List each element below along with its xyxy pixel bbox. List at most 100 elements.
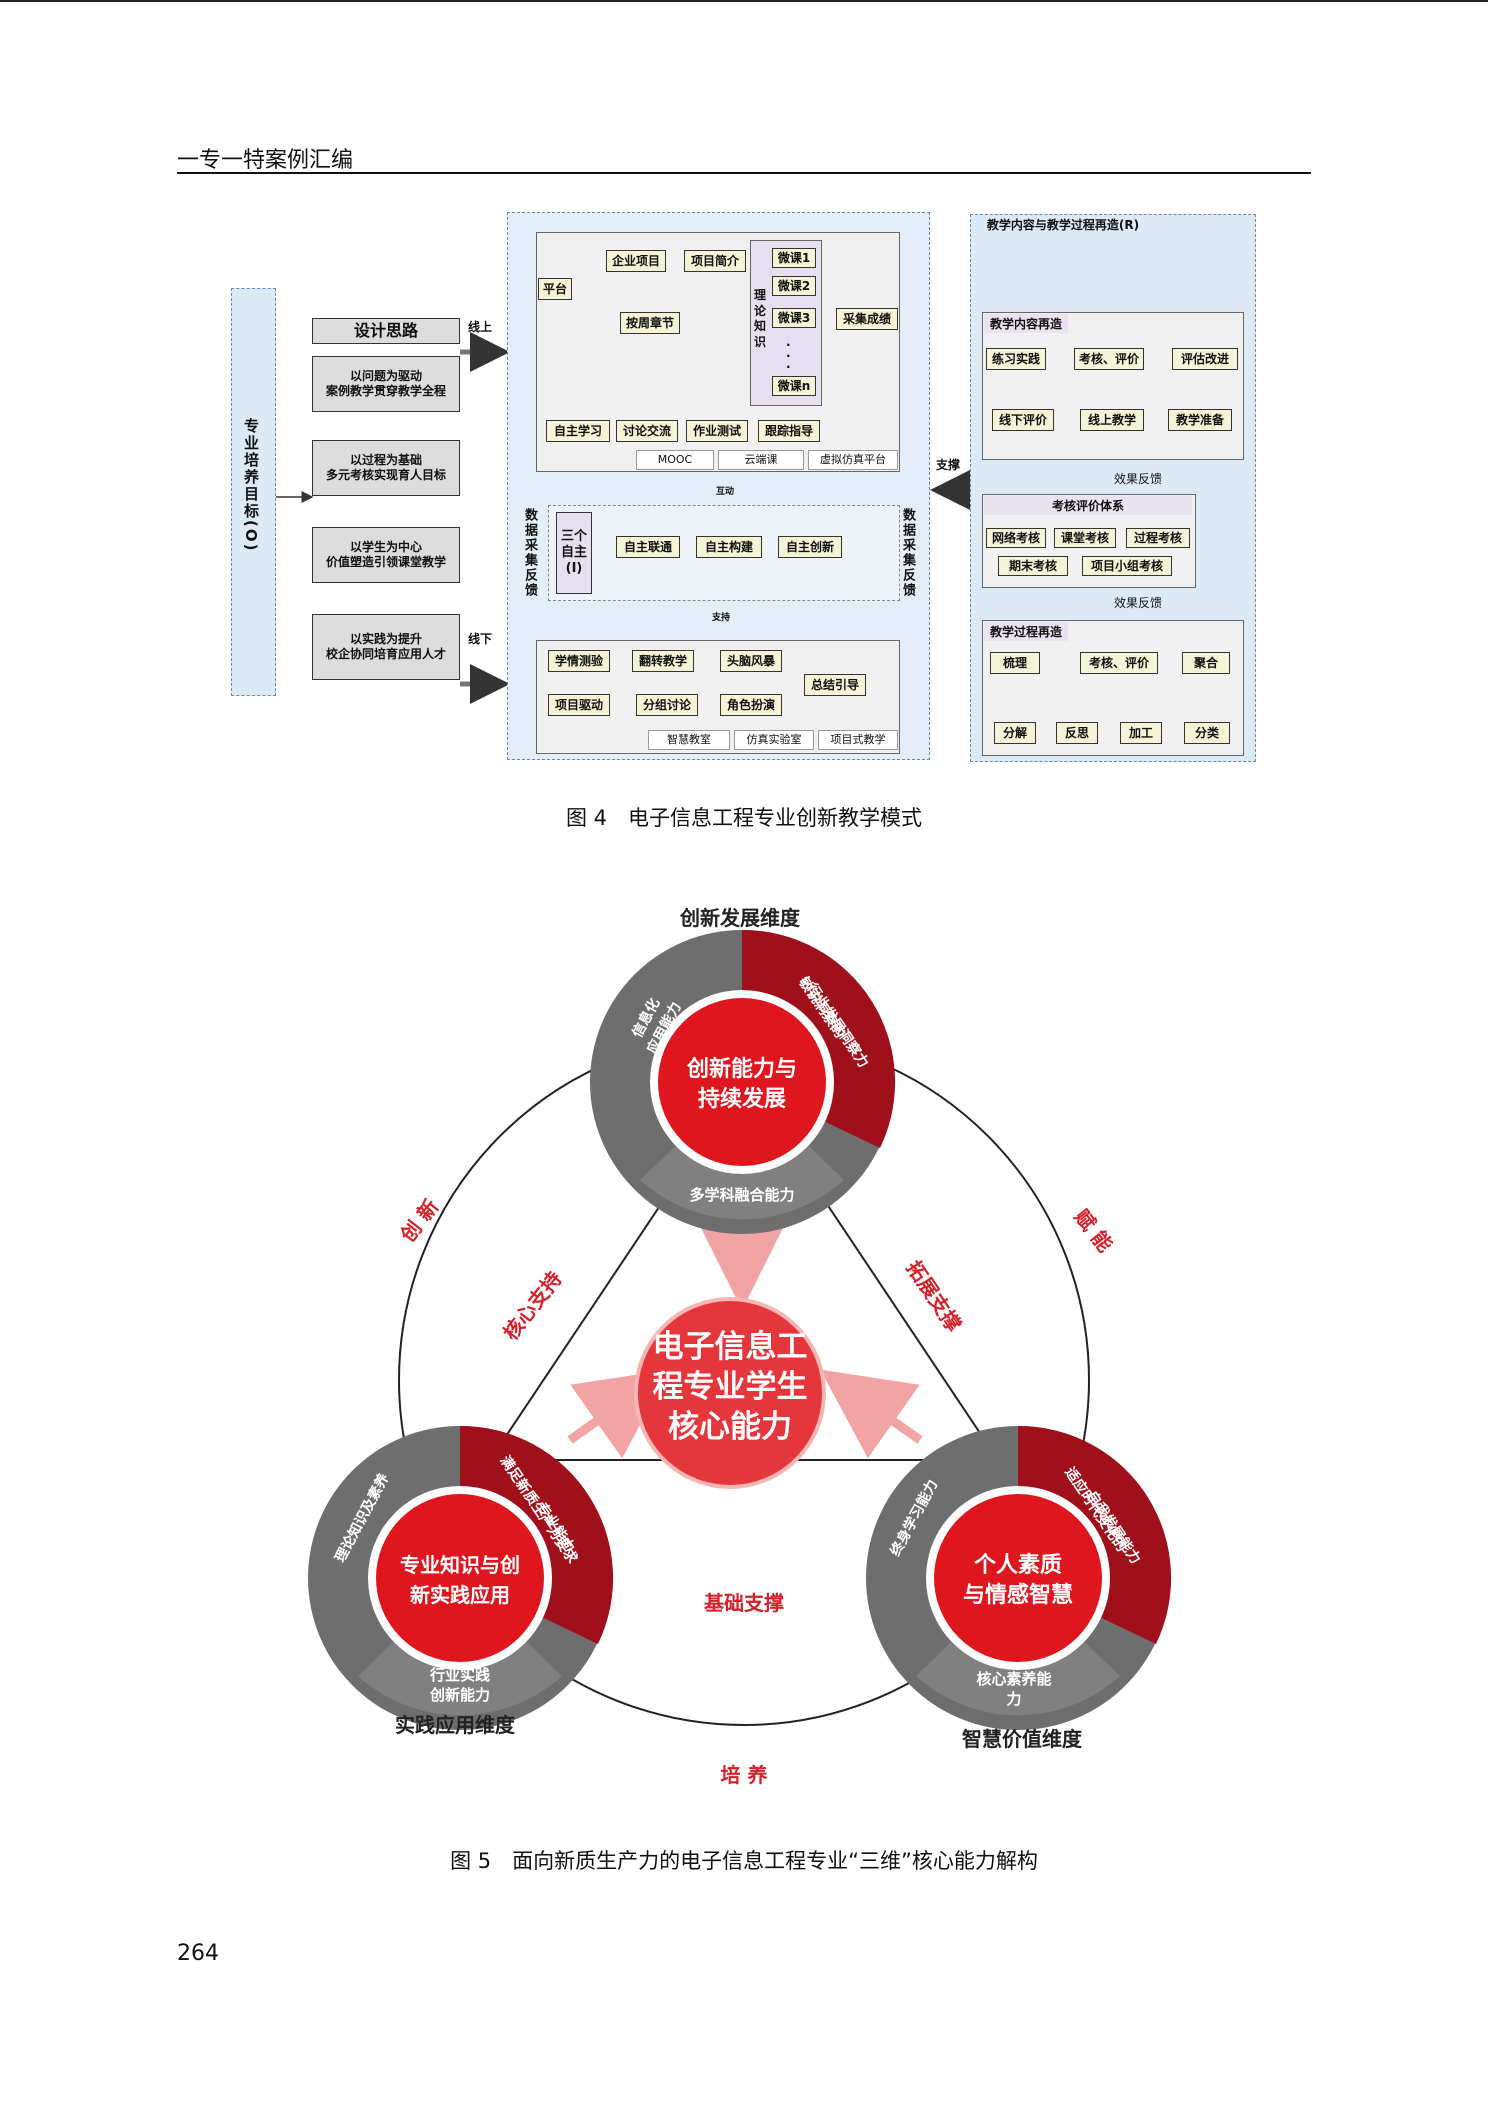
label-empower: 赋 能 [1070, 1205, 1118, 1257]
self-step: 自主创新 [778, 536, 842, 558]
svg-text:力: 力 [1006, 1690, 1021, 1708]
offline-activity: 学情测验 [548, 650, 610, 672]
online-activity: 作业测试 [686, 420, 748, 442]
svg-text:多学科融合能力: 多学科融合能力 [689, 1186, 794, 1204]
project-intro-box: 项目简介 [684, 250, 746, 272]
svg-text:专业知识与创: 专业知识与创 [400, 1553, 520, 1577]
content-item: 考核、评价 [1074, 348, 1144, 370]
micro-course: 微课n [772, 376, 816, 396]
enterprise-box: 企业项目 [606, 250, 666, 272]
arrow-right-center [820, 1369, 923, 1459]
micro-course: 微课2 [772, 276, 816, 296]
platform-tag: MOOC [636, 450, 714, 470]
process-item: 反思 [1056, 722, 1098, 744]
node-right: 个人素质 与情感智慧 终身学习能力 适应时代变化的 自我发展能力 核心素养能 力 [866, 1425, 1172, 1730]
place-tag: 智慧教室 [648, 730, 730, 750]
design-title: 设计思路 [312, 318, 460, 344]
svg-text:核心素养能: 核心素养能 [976, 1670, 1051, 1688]
design-item: 以过程为基础多元考核实现育人目标 [312, 440, 460, 496]
svg-text:个人素质: 个人素质 [974, 1552, 1062, 1578]
figure-5-caption: 图 5 面向新质生产力的电子信息工程专业“三维”核心能力解构 [450, 1849, 1038, 1873]
self-step: 自主联通 [616, 536, 680, 558]
online-activity: 自主学习 [546, 420, 610, 442]
goal-box [231, 288, 276, 696]
process-item: 分类 [1184, 722, 1230, 744]
interaction-label: 互动 [716, 487, 735, 497]
dimension-left: 实践应用维度 [395, 1713, 516, 1737]
platform-box: 平台 [538, 278, 572, 300]
page-top-border [0, 0, 1488, 2]
label-innovate: 创 新 [395, 1195, 443, 1248]
page-number: 264 [177, 1941, 219, 1966]
process-item: 分解 [994, 722, 1036, 744]
content-item: 教学准备 [1168, 409, 1232, 431]
label-extend-support: 拓展支撑 [901, 1256, 966, 1336]
eval-item: 项目小组考核 [1082, 556, 1172, 576]
process-title: 教学过程再造 [984, 622, 1069, 641]
process-item: 加工 [1120, 722, 1162, 744]
micro-course: 微课3 [772, 308, 816, 328]
ellipsis: · · · [786, 338, 791, 374]
self-title: 三个自主(I) [556, 512, 592, 594]
process-item: 考核、评价 [1080, 652, 1158, 674]
label-core-support: 核心支持 [498, 1267, 566, 1345]
place-tag: 仿真实验室 [734, 730, 814, 750]
chapter-box: 按周章节 [620, 312, 680, 334]
place-tag: 项目式教学 [818, 730, 898, 750]
offline-activity: 分组讨论 [636, 694, 698, 716]
label-base-support: 基础支撑 [704, 1591, 784, 1615]
dimension-top: 创新发展维度 [679, 906, 801, 930]
design-item: 以学生为中心价值塑造引领课堂教学 [312, 527, 460, 583]
online-activity: 讨论交流 [616, 420, 678, 442]
figure-4-caption: 图 4 电子信息工程专业创新教学模式 [565, 806, 923, 830]
content-title: 教学内容再造 [984, 314, 1069, 333]
support-label: 支撑 [936, 458, 961, 472]
support-down-label: 支持 [712, 613, 731, 623]
left-feedback-label: 数据采集反馈 [522, 508, 537, 598]
svg-text:创新能力: 创新能力 [429, 1686, 490, 1704]
content-panel [982, 312, 1244, 460]
platform-tag: 云端课 [718, 450, 804, 470]
collect-box: 采集成绩 [836, 308, 898, 330]
design-item: 以问题为驱动案例教学贯穿教学全程 [312, 356, 460, 412]
figure-5: 电子信息工 程专业学生 核心能力 创新能力与 持续发展 信息化 应用能力 敏锐洞… [308, 906, 1172, 1787]
node-top: 创新能力与 持续发展 信息化 应用能力 敏锐洞察的 行业发展洞察力 多学科融合能… [590, 929, 896, 1234]
content-item: 练习实践 [986, 348, 1046, 370]
offline-activity: 翻转教学 [632, 650, 694, 672]
svg-text:持续发展: 持续发展 [698, 1086, 786, 1112]
svg-text:创新能力与: 创新能力与 [686, 1056, 797, 1082]
process-item: 聚合 [1182, 652, 1230, 674]
eval-item: 网络考核 [986, 528, 1046, 548]
content-item: 线上教学 [1080, 409, 1144, 431]
self-step: 自主构建 [696, 536, 762, 558]
online-label: 线上 [468, 320, 493, 334]
platform-tag: 虚拟仿真平台 [808, 450, 898, 470]
offline-activity: 头脑风暴 [720, 650, 782, 672]
offline-label: 线下 [468, 632, 493, 646]
right-feedback-label: 数据采集反馈 [900, 508, 915, 598]
header-rule [177, 172, 1311, 174]
eval-title: 考核评价体系 [984, 496, 1192, 515]
svg-text:与情感智慧: 与情感智慧 [963, 1582, 1073, 1608]
dimension-right: 智慧价值维度 [962, 1727, 1083, 1751]
node-left: 专业知识与创 新实践应用 理论知识及素养 满足新质生产力要求 专业能力 行业实践… [308, 1425, 614, 1730]
eval-item: 期末考核 [998, 556, 1068, 576]
content-item: 评估改进 [1172, 348, 1238, 370]
center-text-1: 电子信息工 [653, 1329, 808, 1365]
offline-activity: 项目驱动 [548, 694, 610, 716]
center-text-3: 核心能力 [668, 1409, 792, 1445]
running-header: 一专一特案例汇编 [177, 148, 354, 173]
label-cultivate: 培 养 [721, 1763, 768, 1787]
svg-text:新实践应用: 新实践应用 [410, 1583, 510, 1607]
center-circle [634, 1297, 826, 1489]
eval-item: 课堂考核 [1054, 528, 1116, 548]
center-text-2: 程专业学生 [653, 1369, 808, 1405]
design-item: 以实践为提升校企协同培育应用人才 [312, 614, 460, 680]
offline-activity: 总结引导 [804, 674, 866, 696]
content-item: 线下评价 [992, 409, 1054, 431]
process-item: 梳理 [990, 652, 1040, 674]
feedback-label: 效果反馈 [1114, 596, 1163, 610]
micro-course: 微课1 [772, 248, 816, 268]
right-title: 教学内容与教学过程再造(R) [986, 218, 1140, 232]
goal-label: 专业培养目标(O) [242, 418, 260, 553]
